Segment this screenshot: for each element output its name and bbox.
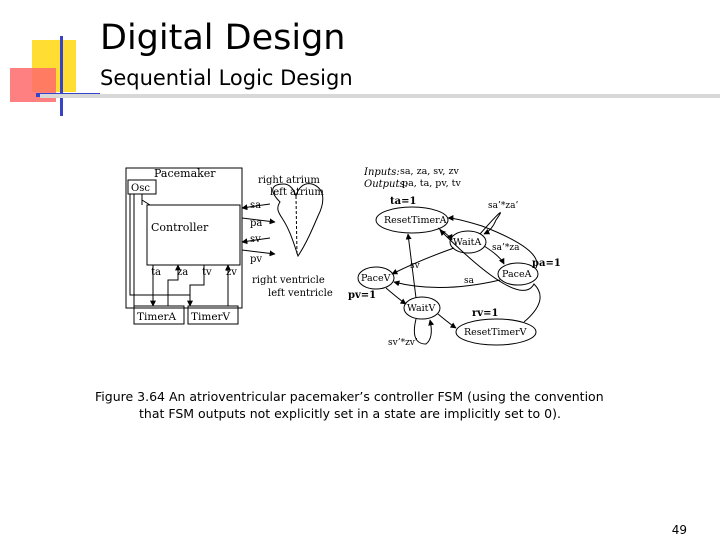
transition-waitv-to-resetv	[437, 313, 457, 329]
transition-ra-to-waita	[437, 227, 453, 241]
transition-resetv-to-reseta	[439, 229, 541, 323]
label-left-atrium: left atrium	[270, 187, 324, 198]
timer-a-box	[133, 305, 185, 325]
label-sa-za: sa’*za’	[488, 201, 518, 211]
transition-waitv-to-reseta	[405, 233, 417, 299]
figure-caption-line-2: that FSM outputs not explicitly set in a…	[139, 406, 561, 421]
action-rv: rv=1	[472, 308, 498, 319]
label-sa-z-a: sa’*za	[492, 243, 520, 253]
transition-pacea-up	[447, 215, 538, 269]
label-sv: sv	[410, 261, 421, 271]
port-za: za	[177, 267, 188, 278]
state-reset-timer-v-label: ResetTimerV	[464, 327, 527, 338]
action-pa: pa=1	[532, 258, 560, 269]
header-rule	[40, 94, 720, 98]
fsm-outputs-label: Outputs:	[364, 179, 408, 190]
label-sa: sa	[464, 276, 475, 286]
arrow-pv	[241, 249, 276, 257]
osc-label: Osc	[131, 183, 150, 194]
signal-sa: sa	[250, 200, 261, 211]
port-ta: ta	[151, 267, 161, 278]
label-sv-zv: sv’*zv’	[388, 338, 418, 348]
slide-subtitle: Sequential Logic Design	[100, 66, 353, 90]
action-pv: pv=1	[348, 290, 376, 301]
fsm-inputs-label: Inputs:	[363, 167, 400, 178]
controller-box	[146, 204, 241, 266]
arrow-pa	[241, 217, 276, 225]
transition-waita-to-pacev	[391, 247, 455, 275]
fsm-outputs-values: pa, ta, pv, tv	[402, 178, 461, 189]
state-pace-a	[497, 262, 539, 286]
state-wait-a	[449, 230, 487, 254]
state-wait-a-label: WaitA	[453, 237, 481, 248]
heart-outline	[272, 183, 324, 258]
controller-label: Controller	[151, 221, 209, 234]
transition-pacea-to-pacev	[393, 279, 501, 289]
wire-za	[167, 264, 181, 306]
timer-v-box	[187, 305, 239, 325]
timer-a-label: TimerA	[137, 311, 177, 323]
transition-waita-to-pacea	[483, 245, 505, 265]
transition-waita-self	[479, 212, 501, 235]
figure-caption-line-1: Figure 3.64 An atrioventricular pacemake…	[95, 389, 604, 404]
label-left-ventricle: left ventricle	[268, 288, 333, 299]
signal-pv: pv	[250, 254, 262, 265]
heart-septum	[295, 195, 298, 257]
fsm-inputs-values: sa, za, sv, zv	[400, 166, 459, 177]
transition-pacev-to-waitv	[385, 287, 407, 305]
signal-pa: pa	[250, 218, 262, 229]
state-wait-v	[403, 296, 441, 320]
state-pace-v	[357, 266, 395, 290]
port-zv: zv	[226, 267, 237, 278]
arrow-sa	[241, 203, 271, 211]
label-right-ventricle: right ventricle	[252, 275, 325, 286]
accent-blue-vertical-bar	[60, 36, 63, 116]
timer-v-label: TimerV	[191, 311, 231, 323]
wire-clock	[129, 194, 190, 296]
osc-clock-line	[141, 194, 151, 206]
label-right-atrium: right atrium	[258, 175, 320, 186]
pacemaker-label: Pacemaker	[154, 167, 216, 180]
page-number: 49	[671, 523, 687, 537]
action-ta: ta=1	[390, 196, 416, 207]
pacemaker-fsm-figure: Pacemaker Osc Controller ta za tv zv Tim…	[125, 166, 560, 348]
state-reset-timer-v	[455, 318, 537, 346]
port-tv: tv	[202, 267, 212, 278]
state-pace-a-label: PaceA	[502, 269, 532, 280]
state-wait-v-label: WaitV	[407, 303, 435, 314]
slide-title: Digital Design	[100, 18, 346, 58]
arrow-sv	[241, 237, 271, 245]
state-reset-timer-a-label: ResetTimerA	[384, 215, 447, 226]
signal-sv: sv	[250, 234, 261, 245]
state-pace-v-label: PaceV	[361, 273, 391, 284]
transition-waitv-self	[413, 318, 435, 345]
